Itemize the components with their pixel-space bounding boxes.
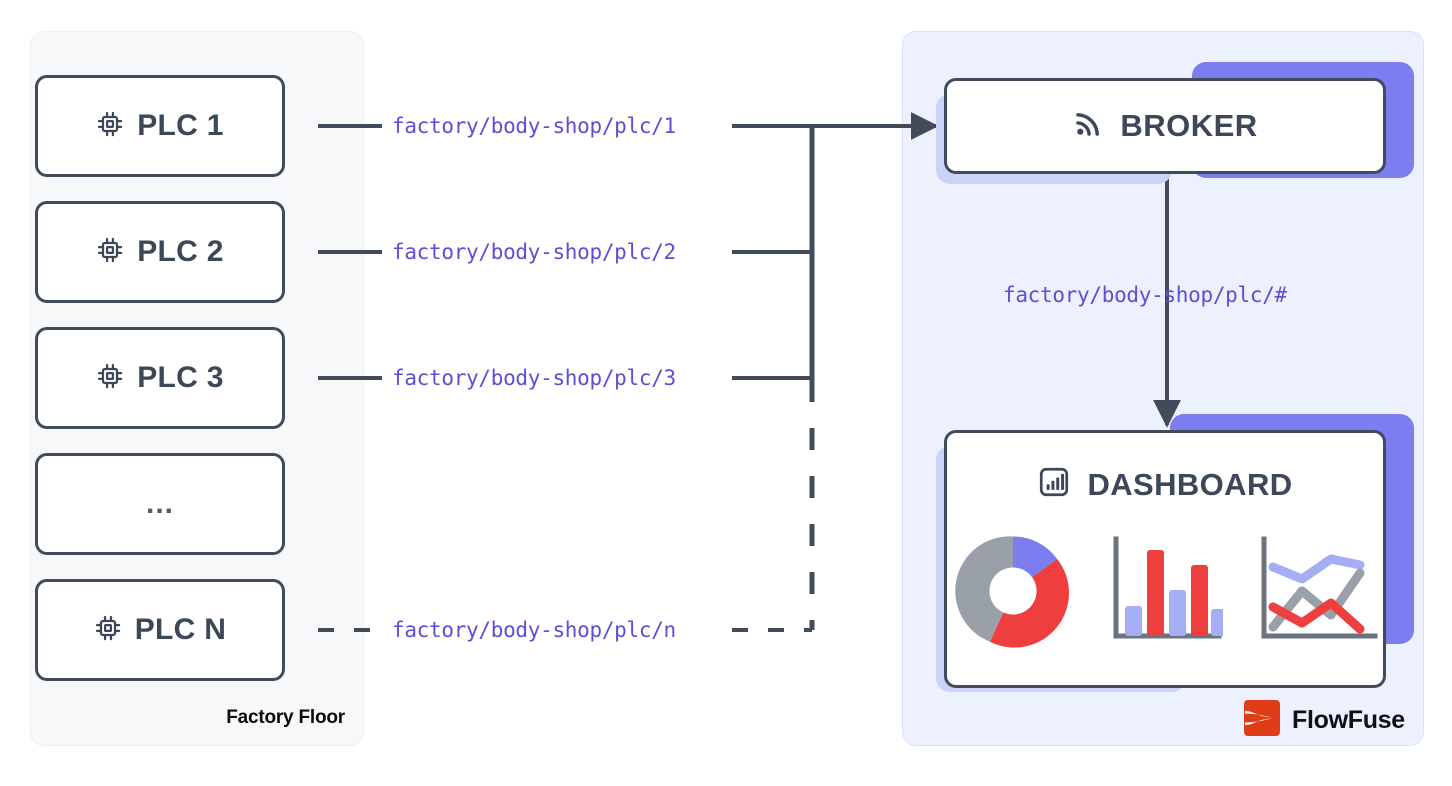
topic-label-plc-3: factory/body-shop/plc/3 — [392, 366, 676, 390]
plc-ellipsis-label: ... — [145, 487, 174, 520]
bar-chart-icon — [1037, 465, 1071, 504]
dashboard-label: DASHBOARD — [1087, 466, 1293, 502]
broadcast-signal-icon — [1072, 108, 1104, 145]
plc-1-node[interactable]: PLC 1 — [35, 75, 285, 177]
cpu-chip-icon — [96, 362, 124, 395]
plc-1-label: PLC 1 — [137, 109, 224, 142]
topic-label-plc-2: factory/body-shop/plc/2 — [392, 240, 676, 264]
topic-label-subscription: factory/body-shop/plc/# — [1003, 283, 1287, 307]
flowfuse-wordmark: FlowFuse — [1292, 706, 1405, 734]
plc-2-label: PLC 2 — [137, 235, 224, 268]
mini-line-chart — [1261, 536, 1378, 639]
broker-card[interactable]: BROKER — [944, 78, 1386, 174]
topic-label-plc-1: factory/body-shop/plc/1 — [392, 114, 676, 138]
plc-3-label: PLC 3 — [137, 361, 224, 394]
topic-label-plc-n: factory/body-shop/plc/n — [392, 618, 676, 642]
dashboard-header: DASHBOARD — [947, 465, 1383, 504]
dashboard-chart-strip — [947, 529, 1383, 653]
cpu-chip-icon — [94, 614, 122, 647]
factory-floor-label: Factory Floor — [226, 707, 345, 728]
flowfuse-brand: FlowFuse — [1244, 700, 1405, 741]
plc-2-node[interactable]: PLC 2 — [35, 201, 285, 303]
broker-label: BROKER — [1120, 108, 1258, 143]
mini-bar-chart — [1113, 536, 1223, 639]
plc-3-node[interactable]: PLC 3 — [35, 327, 285, 429]
plc-n-node[interactable]: PLC N — [35, 579, 285, 681]
cpu-chip-icon — [96, 236, 124, 269]
donut-chart — [955, 536, 1070, 648]
flowfuse-logo-icon — [1244, 700, 1280, 741]
dashboard-card[interactable]: DASHBOARD — [944, 430, 1386, 688]
cpu-chip-icon — [96, 110, 124, 143]
plc-ellipsis-node: ... — [35, 453, 285, 555]
plc-n-label: PLC N — [134, 613, 227, 646]
